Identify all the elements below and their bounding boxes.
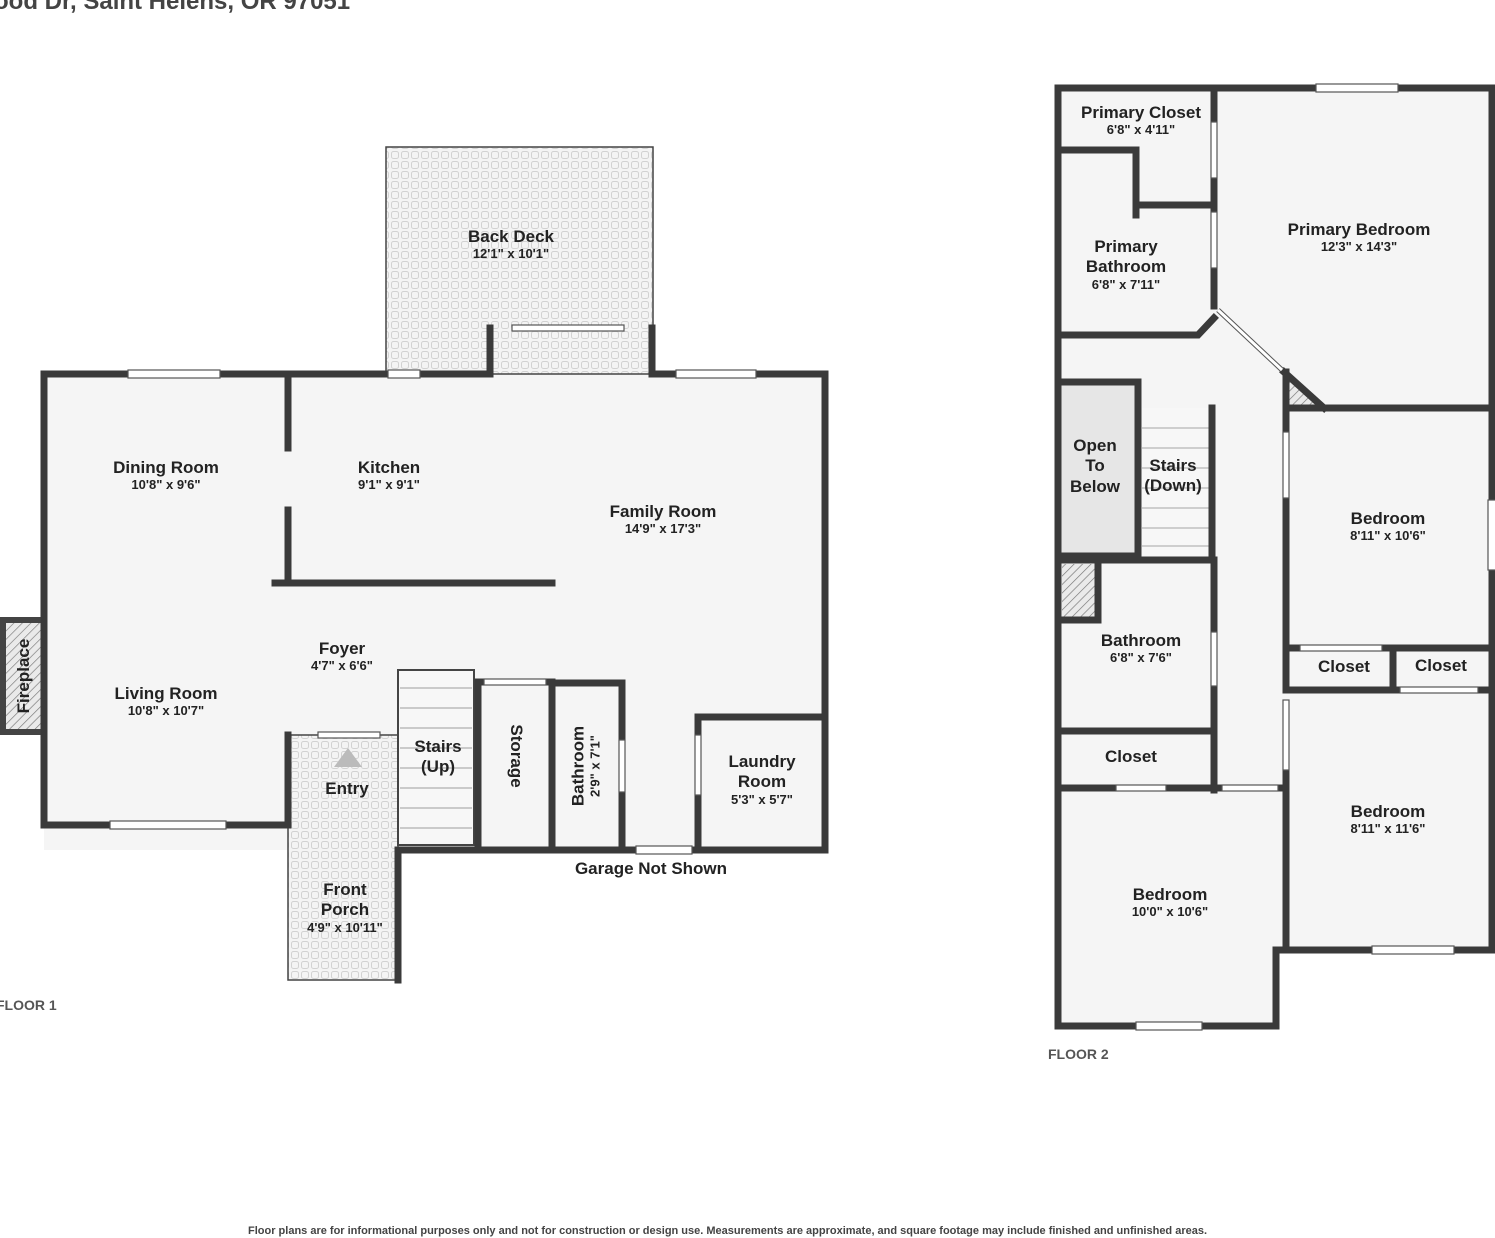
room-dim: 12'1" x 10'1" <box>472 246 550 262</box>
room-name-2: (Down) <box>1144 476 1202 496</box>
room-name: Storage <box>507 724 527 788</box>
room-laundry-room: Laundry Room 5'3" x 5'7" <box>728 752 795 808</box>
room-name: Closet <box>1105 747 1157 766</box>
room-closet-c: Closet <box>1105 747 1157 767</box>
room-front-porch: Front Porch 4'9" x 10'11" <box>307 880 383 936</box>
chase-hatch-1 <box>1062 564 1096 618</box>
room-primary-closet: Primary Closet 6'8" x 4'11" <box>1081 103 1201 138</box>
room-dim: 4'7" x 6'6" <box>311 658 373 674</box>
room-name-2: Bathroom <box>1085 257 1167 277</box>
room-name: Bedroom <box>1350 509 1426 528</box>
room-name: Kitchen <box>357 458 421 477</box>
front-porch-area <box>287 734 399 981</box>
entry-arrow-icon <box>334 748 362 767</box>
room-name: Closet <box>1318 657 1370 676</box>
room-name-2: Room <box>737 772 787 792</box>
room-stairs-up: Stairs (Up) <box>414 737 461 778</box>
room-family-room: Family Room 14'9" x 17'3" <box>610 502 717 537</box>
disclaimer-text: Floor plans are for informational purpos… <box>248 1225 1208 1237</box>
room-fireplace: Fireplace <box>14 639 34 714</box>
room-name: Dining Room <box>113 458 219 477</box>
room-name: Front <box>323 880 367 899</box>
room-name: Stairs <box>1149 456 1197 475</box>
room-name-2: Porch <box>320 900 370 920</box>
room-name-2: (Up) <box>421 757 455 777</box>
room-name: Closet <box>1415 656 1467 675</box>
room-dim: 10'8" x 9'6" <box>131 477 201 493</box>
address-header: ood Dr, Saint Helens, OR 97051 <box>0 0 351 15</box>
room-name: Family Room <box>609 502 717 521</box>
room-name: Stairs <box>414 737 462 756</box>
floor-1-plan <box>0 146 829 984</box>
room-name: Back Deck <box>467 227 555 246</box>
room-dim: 6'8" x 7'6" <box>1110 650 1172 666</box>
room-dim: 4'9" x 10'11" <box>307 919 383 935</box>
room-storage: Storage <box>506 724 526 787</box>
room-dim: 8'11" x 10'6" <box>1350 528 1426 544</box>
room-name: Open <box>1073 436 1117 455</box>
room-name: Bathroom <box>1100 631 1182 650</box>
room-stairs-down: Stairs (Down) <box>1144 456 1202 497</box>
room-closet-b: Closet <box>1415 656 1467 676</box>
open-to-below-area <box>1060 382 1138 554</box>
room-dim: 2'9" x 7'1" <box>587 735 603 797</box>
room-name: Primary Bedroom <box>1287 220 1431 239</box>
room-name: Entry <box>325 779 369 798</box>
room-dim: 10'8" x 10'7" <box>127 703 205 719</box>
room-entry: Entry <box>325 779 368 799</box>
floor-2-plan <box>1054 83 1495 1031</box>
room-name: Bathroom <box>568 725 588 807</box>
room-bedroom-right-bottom: Bedroom 8'11" x 11'6" <box>1351 802 1426 837</box>
room-name: Primary <box>1094 237 1158 256</box>
floor-2-label: FLOOR 2 <box>1048 1046 1109 1062</box>
room-back-deck: Back Deck 12'1" x 10'1" <box>468 227 554 262</box>
garage-note-text: Garage Not Shown <box>574 859 728 878</box>
room-name: Bedroom <box>1132 885 1208 904</box>
room-name-3: Below <box>1069 476 1121 496</box>
room-dim: 8'11" x 11'6" <box>1350 821 1426 837</box>
room-open-to-below: Open To Below <box>1070 436 1120 497</box>
back-deck-area <box>385 146 654 375</box>
stairs-down-treads <box>1140 408 1212 556</box>
floor-1-windows <box>109 324 757 855</box>
room-kitchen: Kitchen 9'1" x 9'1" <box>358 458 420 493</box>
room-bathroom-floor1: Bathroom 2'9" x 7'1" <box>568 726 603 806</box>
room-dim: 9'1" x 9'1" <box>358 477 420 493</box>
room-dining-room: Dining Room 10'8" x 9'6" <box>113 458 219 493</box>
room-bedroom-bottom: Bedroom 10'0" x 10'6" <box>1132 885 1208 920</box>
room-closet-a: Closet <box>1318 657 1370 677</box>
room-name: Fireplace <box>13 638 33 714</box>
floor-1-label: FLOOR 1 <box>0 997 57 1013</box>
room-living-room: Living Room 10'8" x 10'7" <box>115 684 218 719</box>
room-foyer: Foyer 4'7" x 6'6" <box>311 639 373 674</box>
room-name: Foyer <box>318 639 366 658</box>
room-dim: 12'3" x 14'3" <box>1320 239 1398 255</box>
room-dim: 10'0" x 10'6" <box>1131 904 1209 920</box>
room-bedroom-right-top: Bedroom 8'11" x 10'6" <box>1350 509 1426 544</box>
room-name: Living Room <box>114 684 218 703</box>
room-primary-bathroom: Primary Bathroom 6'8" x 7'11" <box>1086 237 1166 293</box>
room-dim: 14'9" x 17'3" <box>624 521 702 537</box>
room-dim: 6'8" x 4'11" <box>1106 122 1176 138</box>
room-primary-bedroom: Primary Bedroom 12'3" x 14'3" <box>1288 220 1431 255</box>
room-name-2: To <box>1085 456 1105 476</box>
room-name: Primary Closet <box>1081 103 1201 122</box>
garage-note: Garage Not Shown <box>575 859 727 879</box>
room-dim: 6'8" x 7'11" <box>1091 276 1161 292</box>
stairs-up-treads <box>397 669 475 846</box>
room-name: Bedroom <box>1350 802 1426 821</box>
floor-2-windows <box>1115 83 1495 1031</box>
room-dim: 5'3" x 5'7" <box>731 791 793 807</box>
room-name: Laundry <box>728 752 796 771</box>
room-bathroom-floor2: Bathroom 6'8" x 7'6" <box>1101 631 1181 666</box>
